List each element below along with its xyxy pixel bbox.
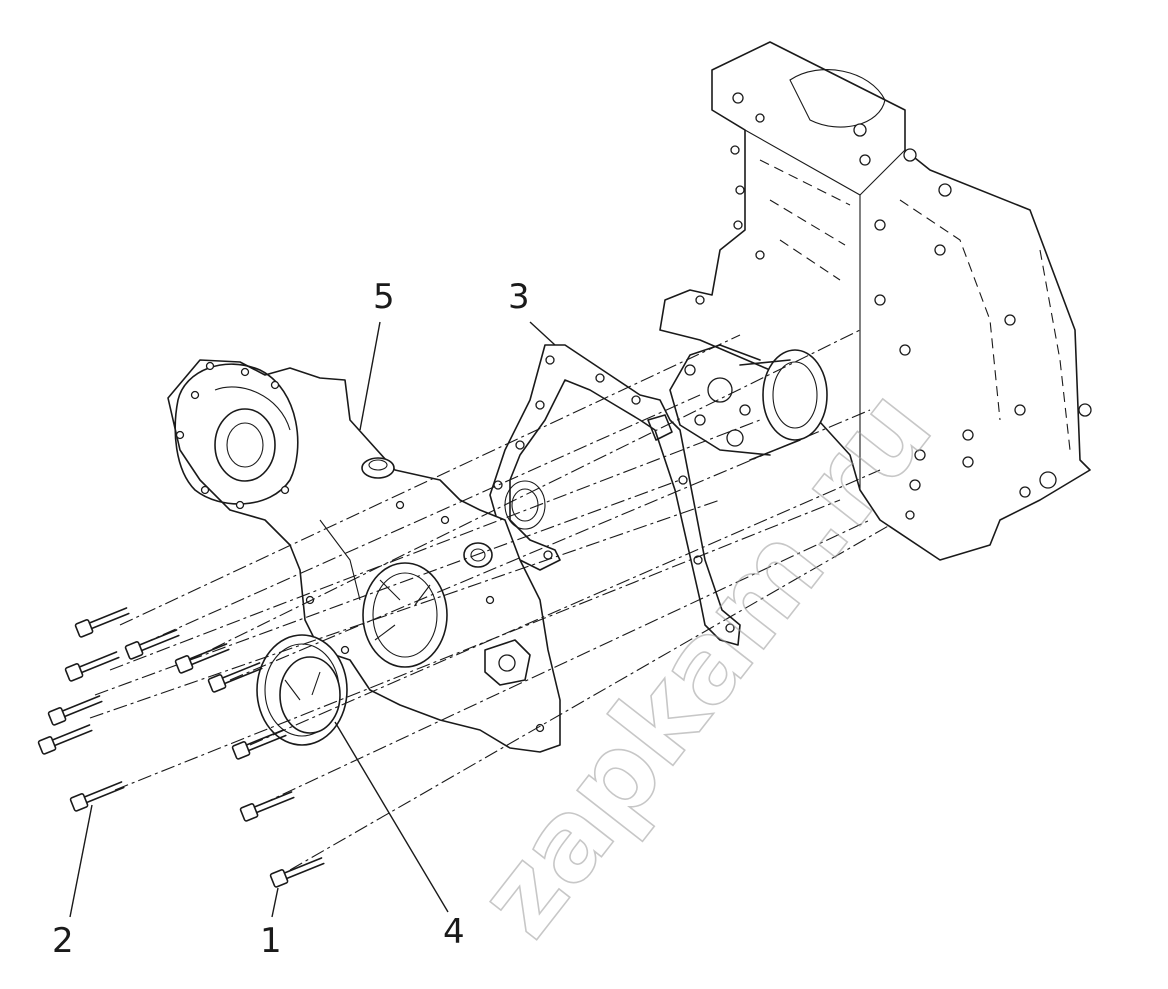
bolt — [74, 607, 130, 638]
callout-number-2: 2 — [52, 921, 74, 961]
bolt — [174, 643, 230, 674]
bolt — [37, 724, 93, 755]
callout-number-1: 1 — [260, 921, 282, 961]
bolt — [47, 695, 103, 726]
timing-cover-part — [167, 359, 561, 753]
bolt — [269, 857, 325, 888]
bolt — [69, 781, 125, 812]
callout-number-5: 5 — [373, 277, 395, 317]
crank-seal-part — [256, 634, 348, 746]
leader-lines — [69, 321, 556, 918]
callout-number-3: 3 — [508, 277, 530, 317]
bolts-group — [37, 329, 891, 888]
bolt — [231, 729, 287, 760]
bolt — [239, 791, 295, 822]
bolt — [207, 662, 263, 693]
callout-number-4: 4 — [443, 912, 465, 952]
gasket-part — [489, 344, 741, 646]
engine-block — [659, 41, 1092, 561]
bolt — [124, 629, 180, 660]
bolt — [64, 651, 120, 682]
